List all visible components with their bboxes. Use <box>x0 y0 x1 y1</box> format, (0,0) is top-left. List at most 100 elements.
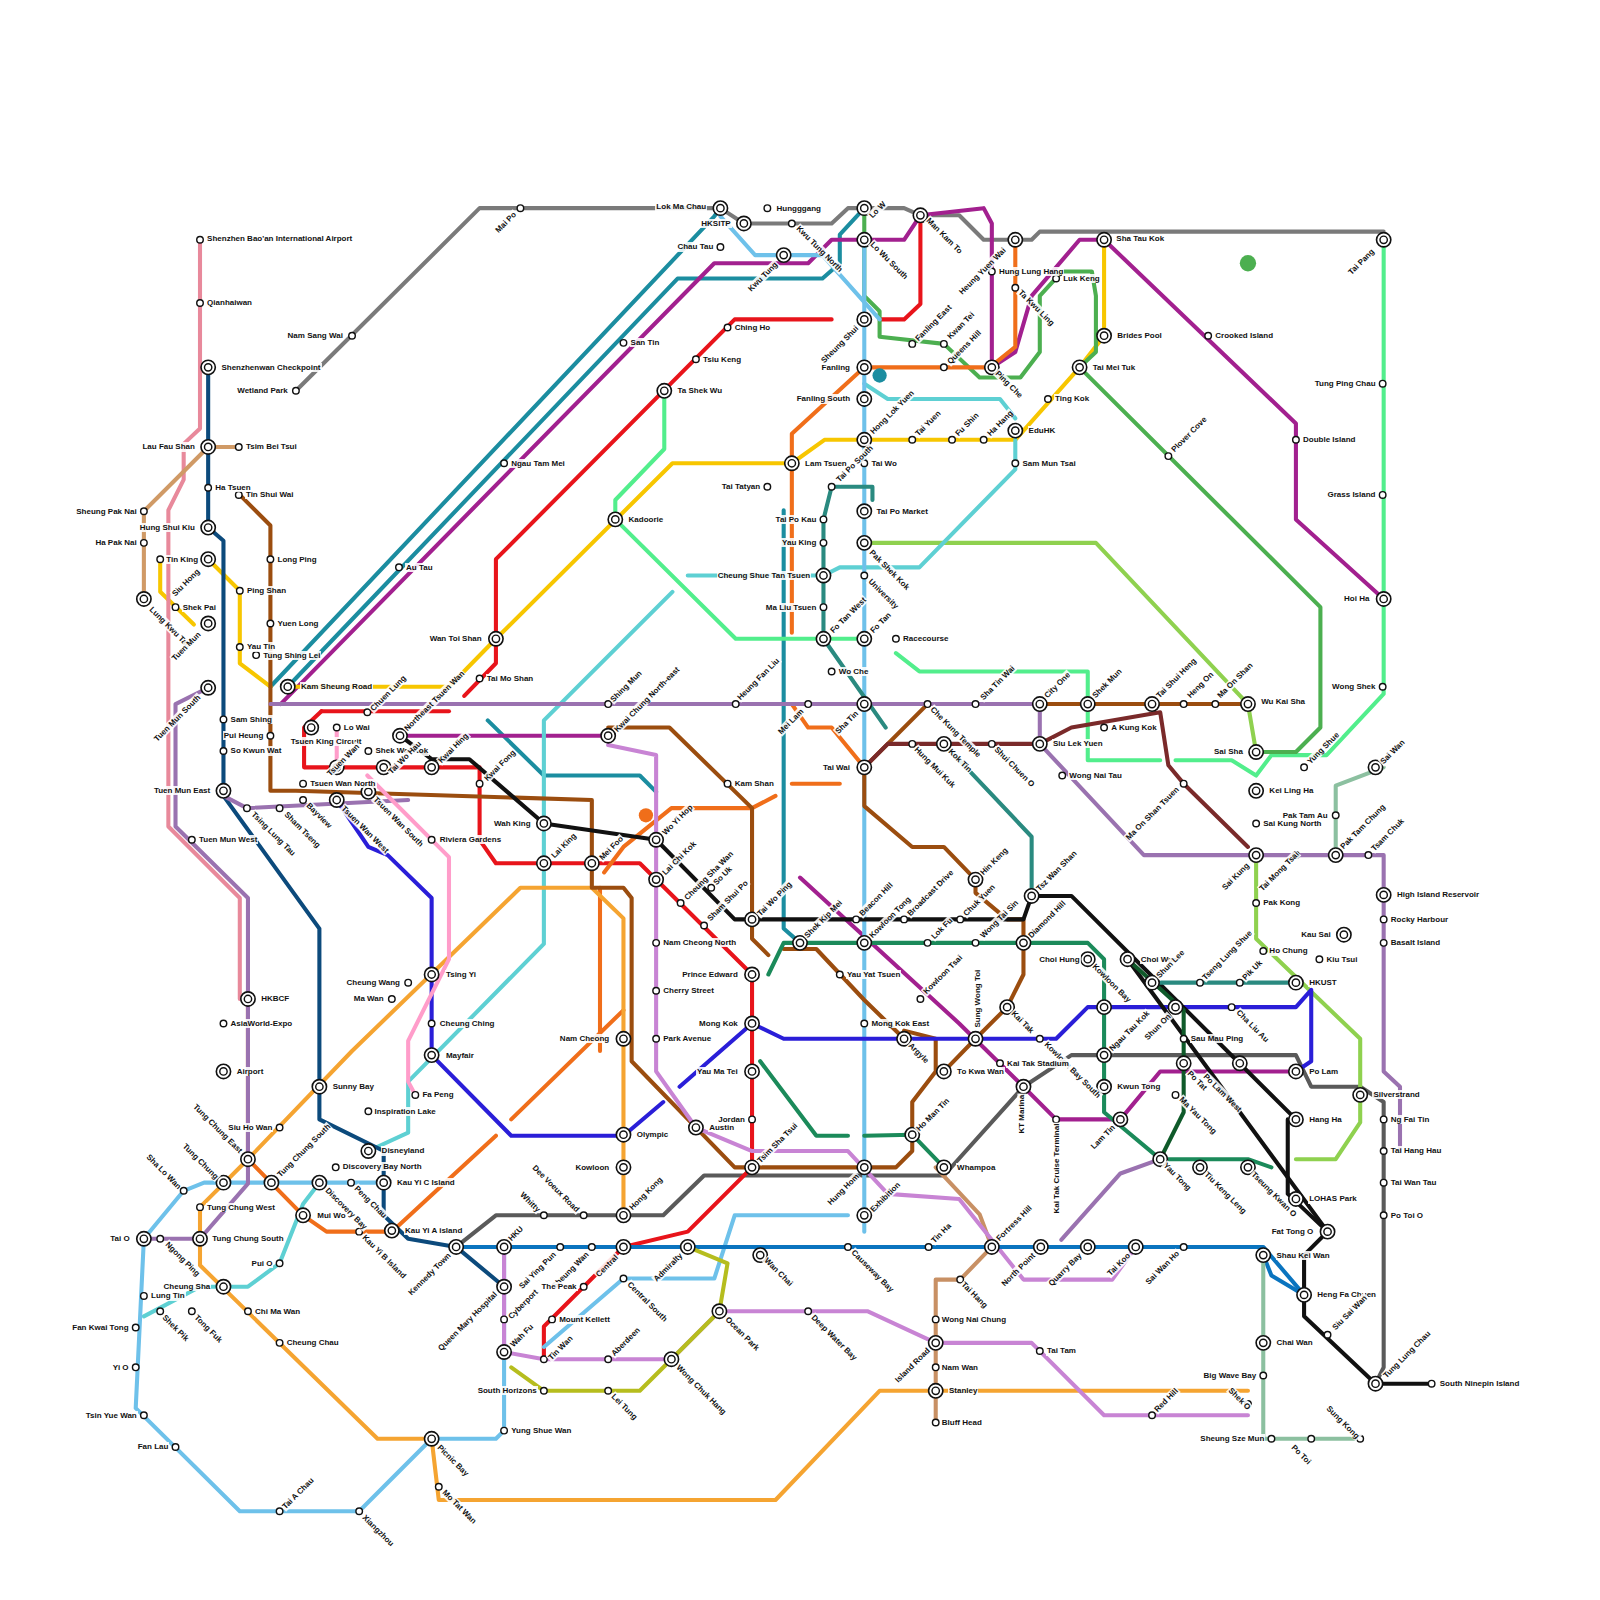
station-label: Chuk Yuen <box>961 881 998 918</box>
station-label: Park Avenue <box>662 1034 712 1043</box>
station-label: Lai Chi Kok <box>660 839 699 878</box>
station-label: Pik Uk <box>1240 958 1265 983</box>
metro-line <box>792 782 840 786</box>
station-marker <box>220 1020 227 1027</box>
station-marker <box>900 1035 907 1042</box>
station-marker <box>1100 1083 1107 1090</box>
station-marker <box>281 680 295 694</box>
station-marker <box>828 483 835 490</box>
station-label: South Ninepin Island <box>1439 1379 1521 1388</box>
station-marker <box>748 971 755 978</box>
station-marker <box>764 483 771 490</box>
station-marker <box>1097 329 1111 343</box>
station-marker <box>692 1124 699 1131</box>
station-marker <box>857 312 871 326</box>
station-marker <box>616 1032 630 1046</box>
station-marker <box>777 248 791 262</box>
station-marker <box>649 872 663 886</box>
station-marker <box>861 939 868 946</box>
station-marker <box>857 536 871 550</box>
station-marker <box>137 592 151 606</box>
station-marker <box>1132 1243 1139 1250</box>
station-marker <box>616 1160 630 1174</box>
station-marker <box>980 437 987 444</box>
station-marker <box>1249 784 1263 798</box>
station-marker <box>1008 423 1022 437</box>
station-label: Ma On Shan Tsuen <box>1123 785 1181 843</box>
station-label: Kwun Tong <box>1116 1082 1161 1091</box>
station-marker <box>1148 979 1155 986</box>
station-label: Po Toi O <box>1390 1211 1424 1220</box>
station-label: Shek Mun <box>1090 667 1125 702</box>
station-label: Sung Wong Toi <box>973 969 982 1029</box>
station-label: Qianhaiwan <box>206 298 253 307</box>
station-label: Mount Kellett <box>558 1315 611 1324</box>
station-marker <box>132 1364 139 1371</box>
station-marker <box>428 1435 435 1442</box>
station-marker <box>657 384 671 398</box>
station-marker <box>312 1080 326 1094</box>
station-marker <box>501 460 508 467</box>
station-marker <box>316 1179 323 1186</box>
station-marker <box>816 568 830 582</box>
station-marker <box>929 1336 943 1350</box>
metro-line <box>615 391 664 520</box>
station-marker <box>917 996 924 1003</box>
station-marker <box>1084 956 1091 963</box>
station-label: Ta Shek Wu <box>677 386 724 395</box>
station-marker <box>1180 1244 1187 1251</box>
station-marker <box>932 1316 939 1323</box>
station-label: Yung Shue Wan <box>510 1426 572 1435</box>
station-marker <box>237 588 244 595</box>
station-marker <box>1380 1116 1387 1123</box>
station-label: Austin <box>708 1123 735 1132</box>
station-marker <box>537 816 551 830</box>
station-marker <box>796 939 803 946</box>
station-marker <box>932 1364 939 1371</box>
station-marker <box>1033 697 1047 711</box>
station-marker <box>861 1164 868 1171</box>
metro-line <box>456 1247 1304 1295</box>
station-label: Kwai Chung North-east <box>612 664 682 734</box>
station-label: Deep Water Bay <box>809 1312 860 1363</box>
station-marker <box>365 788 372 795</box>
metro-line <box>608 745 1136 1280</box>
station-marker <box>348 1179 355 1186</box>
station-label: Ping Che <box>993 368 1025 400</box>
station-marker <box>861 364 868 371</box>
station-marker <box>557 1244 564 1251</box>
station-marker <box>276 1508 283 1515</box>
station-label: Ting Kok <box>1054 394 1090 403</box>
station-label: Long Ping <box>277 555 318 564</box>
metro-line <box>1128 959 1432 1383</box>
metro-line <box>760 1061 848 1135</box>
station-label: Tsuen Wan North <box>309 779 376 788</box>
station-marker <box>857 632 871 646</box>
station-marker <box>940 740 947 747</box>
station-marker <box>857 392 871 406</box>
station-label: Yau Ma Tei <box>696 1067 739 1076</box>
station-label: Tai Po Market <box>876 507 929 516</box>
station-marker <box>845 1244 852 1251</box>
station-label: Ching Ho <box>734 323 772 332</box>
station-marker <box>1081 697 1095 711</box>
station-marker <box>616 1208 630 1222</box>
station-marker <box>701 922 708 929</box>
station-marker <box>204 684 211 691</box>
station-marker <box>253 652 260 659</box>
station-marker <box>1180 780 1187 787</box>
station-marker <box>1292 1116 1299 1123</box>
station-label: Tsim Bei Tsui <box>245 442 298 451</box>
metro-line <box>823 487 885 728</box>
station-label: Kowloon Tsai <box>921 953 965 997</box>
station-marker <box>780 251 787 258</box>
station-label: Shek Pik <box>160 1312 191 1343</box>
station-marker <box>580 1212 587 1219</box>
station-marker <box>141 508 148 515</box>
station-label: Sai Kung <box>1220 860 1252 892</box>
station-marker <box>204 364 211 371</box>
station-label: Tai Wan Tau <box>1390 1178 1438 1187</box>
station-marker <box>380 1179 387 1186</box>
station-marker <box>244 995 251 1002</box>
station-label: Tung Chung <box>180 1141 221 1182</box>
